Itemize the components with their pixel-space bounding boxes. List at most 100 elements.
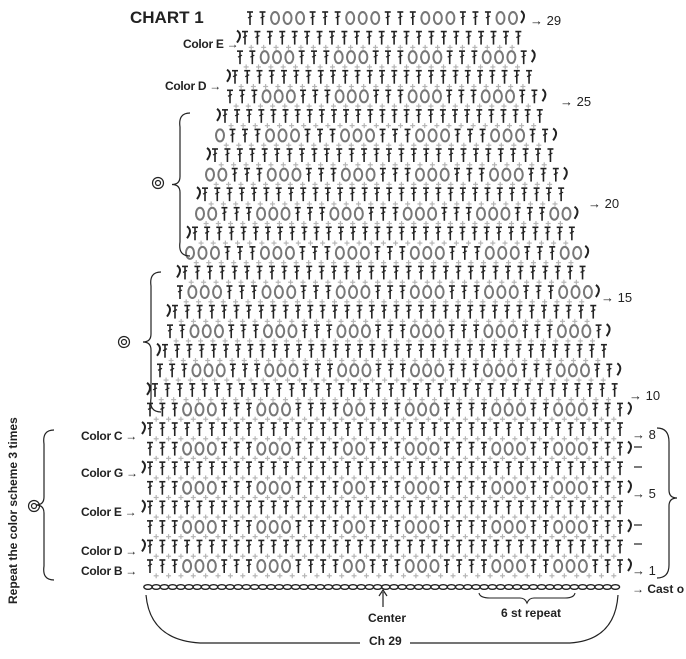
puff-stitch — [359, 51, 367, 63]
puff-stitch — [433, 90, 441, 102]
puff-stitch — [287, 90, 295, 102]
puff-stitch — [423, 247, 431, 259]
puff-stitch — [350, 364, 358, 376]
puff-stitch — [263, 90, 271, 102]
puff-stitch — [511, 247, 519, 259]
puff-stitch — [183, 443, 191, 455]
puff-stitch — [264, 325, 272, 337]
puff-stitch — [486, 247, 494, 259]
puff-stitch — [201, 286, 209, 298]
puff-stitch — [505, 443, 513, 455]
puff-stitch — [208, 521, 216, 533]
puff-stitch — [435, 364, 443, 376]
puff-stitch — [506, 90, 514, 102]
puff-stitch — [409, 51, 417, 63]
puff-stitch — [406, 403, 414, 415]
puff-stitch — [411, 325, 419, 337]
puff-stitch — [361, 286, 369, 298]
puff-stitch — [257, 521, 265, 533]
row-number-10: → 10 — [629, 388, 660, 403]
puff-stitch — [213, 286, 221, 298]
puff-stitch — [355, 208, 363, 220]
puff-stitch — [270, 482, 278, 494]
puff-stitch — [409, 90, 417, 102]
turning-chain — [217, 109, 220, 121]
puff-stitch — [406, 443, 414, 455]
row-number-20: → 20 — [588, 196, 619, 211]
puff-stitch — [561, 247, 569, 259]
puff-stitch — [504, 129, 512, 141]
puff-stitch — [261, 247, 269, 259]
puff-stitch — [285, 51, 293, 63]
puff-stitch — [567, 443, 575, 455]
puff-stitch — [287, 286, 295, 298]
puff-stitch — [217, 364, 225, 376]
repeat-color-scheme-label: Repeat the color scheme 3 times — [6, 417, 20, 604]
repeat-brace — [479, 593, 575, 603]
puff-stitch — [430, 560, 438, 572]
chain-count-label: Ch 29 — [369, 634, 402, 648]
puff-stitch — [190, 325, 198, 337]
puff-stitch — [492, 521, 500, 533]
color-label-g: Color G → — [81, 466, 138, 480]
puff-stitch — [263, 286, 271, 298]
puff-stitch — [273, 51, 281, 63]
puff-stitch — [579, 443, 587, 455]
color-label-c: Color C → — [81, 429, 137, 443]
puff-stitch — [338, 364, 346, 376]
puff-stitch — [579, 521, 587, 533]
puff-stitch — [554, 560, 562, 572]
puff-stitch — [517, 482, 525, 494]
puff-stitch — [582, 325, 590, 337]
puff-stitch — [218, 169, 226, 181]
color-label-b: Color B → — [81, 564, 137, 578]
puff-stitch — [404, 208, 412, 220]
puff-stitch — [517, 443, 525, 455]
turning-chain — [157, 344, 160, 356]
puff-stitch — [273, 247, 281, 259]
puff-stitch — [188, 286, 196, 298]
puff-stitch — [505, 482, 513, 494]
puff-stitch — [483, 51, 491, 63]
puff-stitch — [418, 521, 426, 533]
puff-stitch — [554, 403, 562, 415]
puff-stitch — [265, 364, 273, 376]
puff-stitch — [282, 482, 290, 494]
puff-stitch — [418, 443, 426, 455]
puff-stitch — [198, 247, 206, 259]
puff-stitch — [406, 560, 414, 572]
puff-stitch — [208, 403, 216, 415]
turning-chain — [564, 168, 567, 180]
puff-stitch — [268, 169, 276, 181]
puff-stitch — [286, 247, 294, 259]
puff-stitch — [418, 482, 426, 494]
puff-stitch — [559, 286, 567, 298]
puff-stitch — [490, 169, 498, 181]
double-circle-icon — [153, 178, 164, 189]
puff-stitch — [280, 169, 288, 181]
turning-chain — [142, 539, 145, 551]
bracket-lower — [36, 430, 54, 580]
puff-stitch — [367, 169, 375, 181]
row-number-29: → 29 — [530, 13, 561, 28]
puff-stitch — [362, 325, 370, 337]
puff-stitch — [291, 129, 299, 141]
puff-stitch — [257, 482, 265, 494]
puff-stitch — [296, 12, 304, 24]
puff-stitch — [359, 12, 367, 24]
puff-stitch — [416, 169, 424, 181]
puff-stitch — [411, 286, 419, 298]
puff-stitch — [418, 560, 426, 572]
turning-chain — [227, 70, 230, 82]
puff-stitch — [271, 12, 279, 24]
puff-stitch — [482, 90, 490, 102]
puff-stitch — [406, 521, 414, 533]
puff-stitch — [441, 129, 449, 141]
puff-stitch — [579, 560, 587, 572]
puff-stitch — [579, 403, 587, 415]
puff-stitch — [348, 247, 356, 259]
puff-stitch — [498, 247, 506, 259]
puff-stitch — [211, 247, 219, 259]
puff-stitch — [429, 129, 437, 141]
puff-stitch — [270, 443, 278, 455]
